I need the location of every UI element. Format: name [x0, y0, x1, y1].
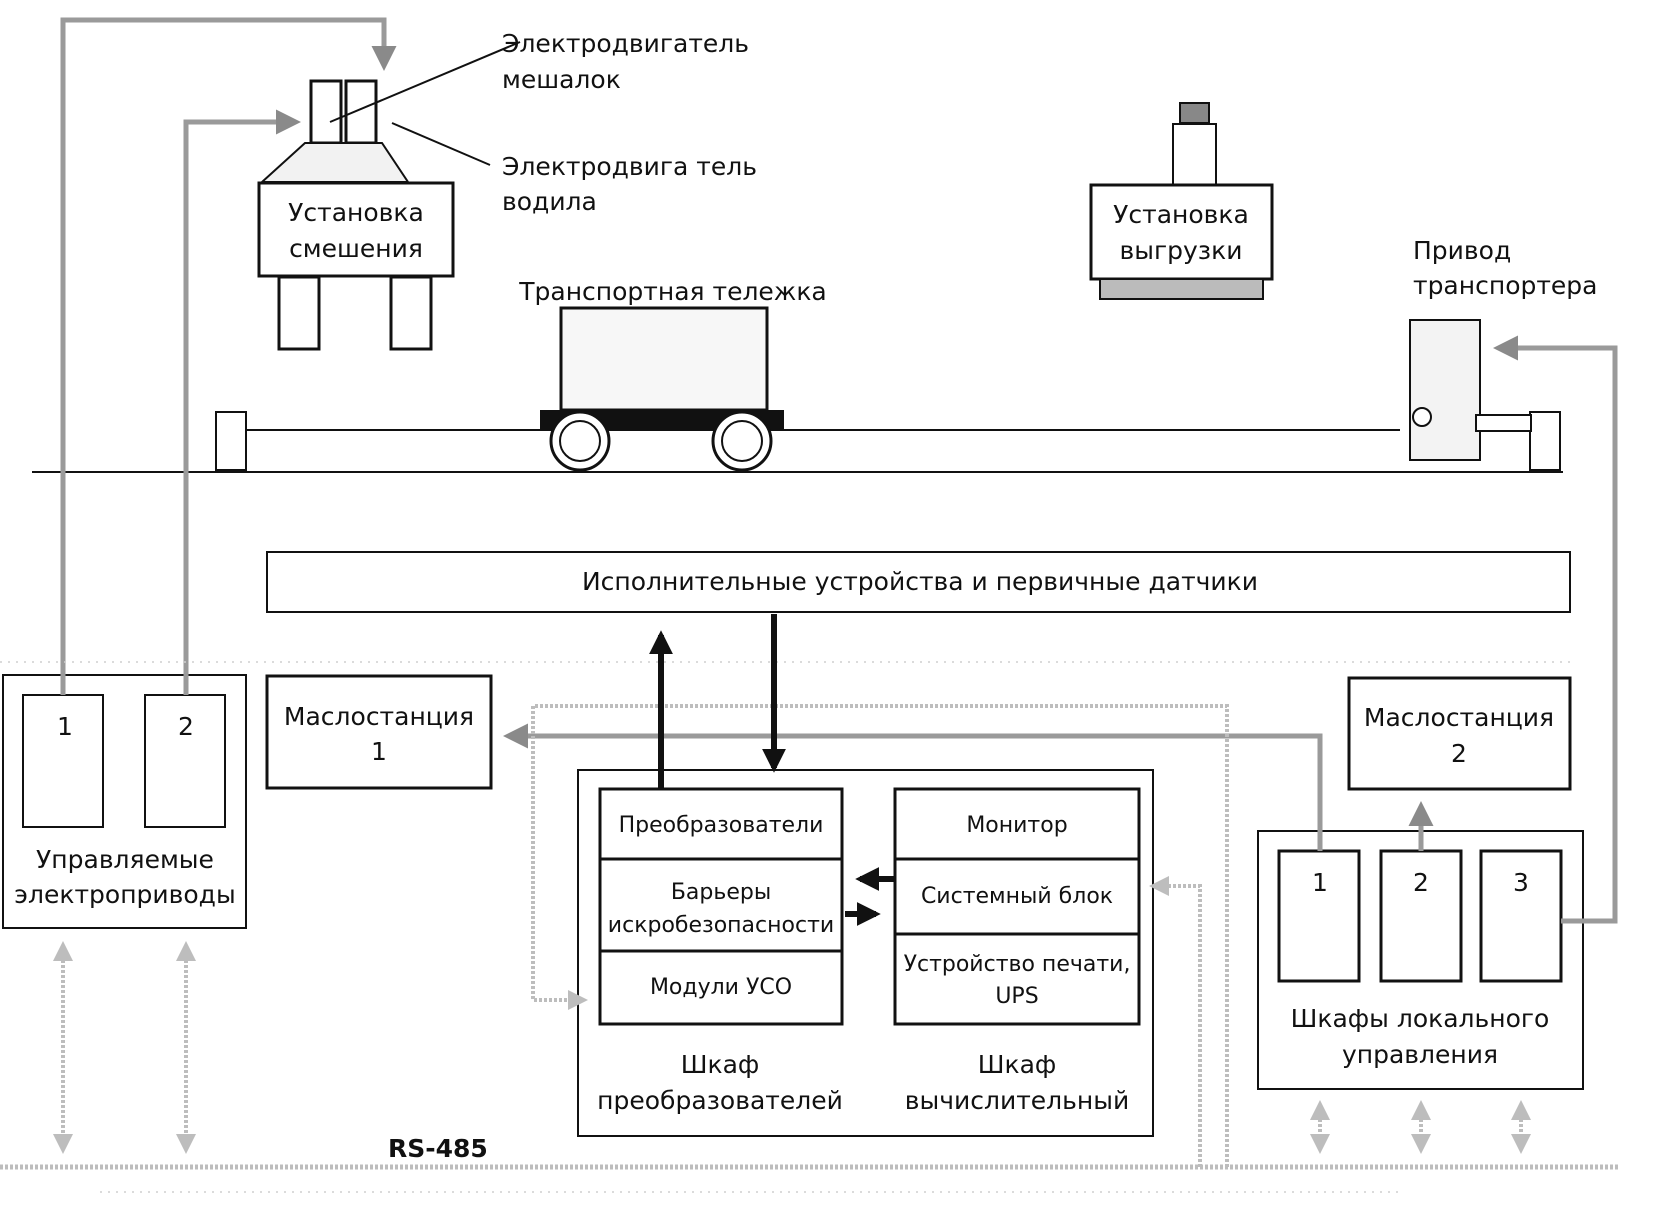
cart-body [559, 306, 769, 412]
conveyor-drive: Привод транспортера [1409, 236, 1598, 461]
drive-2-signal-line [183, 109, 301, 695]
barriers-label: Барьеры [671, 880, 771, 905]
mixer-hopper [259, 142, 410, 183]
oil-station-1 [265, 674, 493, 790]
unloading-unit-label: Установка [1113, 200, 1249, 229]
mixer-leg-left [277, 275, 321, 351]
system-unit-label: Системный блок [921, 884, 1113, 909]
conveyor-drive-label: Привод [1413, 236, 1511, 265]
conveyor-drive-label-2: транспортера [1413, 271, 1598, 300]
oil-station-2-label: Маслостанция [1364, 703, 1554, 732]
carrier-motor-label: Электродвига тель [502, 152, 757, 181]
carrier-motor-label-2: водила [502, 187, 597, 216]
computing-cabinet: Монитор Системный блок Устройство печати… [893, 787, 1141, 1115]
computing-cabinet-title: Шкаф [978, 1050, 1057, 1079]
local-cabinet-number: 2 [1413, 868, 1429, 897]
local-control-cabinets: 1 2 3 Шкафы локального управления [1257, 830, 1584, 1090]
drive-1-signal-line [60, 17, 397, 695]
oil-station-1-number: 1 [371, 737, 387, 766]
drive-unit-number: 2 [178, 712, 194, 741]
barriers-row [598, 857, 844, 953]
printer-ups-row [893, 932, 1141, 1026]
system-unit-row [893, 857, 1141, 936]
controlled-drives: 1 2 Управляемые электроприводы [2, 674, 247, 929]
mixing-unit-label-2: смешения [289, 234, 423, 263]
monitor-label: Монитор [966, 813, 1067, 838]
local-cabinets-title: Шкафы локального [1291, 1004, 1550, 1033]
mixer-motor-label-2: мешалок [502, 65, 621, 94]
uso-modules-row [598, 949, 844, 1026]
actuators-sensors-label: Исполнительные устройства и первичные да… [582, 567, 1258, 596]
carrier-motor [344, 79, 378, 145]
ups-label: UPS [995, 984, 1038, 1009]
barriers-label-2: искробезопасности [608, 913, 834, 938]
monitor-row [893, 787, 1141, 861]
drives-title: Управляемые [36, 845, 214, 874]
cart-wheel-hub [559, 420, 601, 462]
local-cabinet-number: 3 [1513, 868, 1529, 897]
mixer-motor [309, 79, 343, 145]
oil-station-2-number: 2 [1451, 739, 1467, 768]
converters-row [598, 787, 844, 861]
local-1-oil-station-line [503, 723, 1323, 851]
unloading-cap [1179, 102, 1210, 124]
unloading-unit: Установка выгрузки [1089, 102, 1274, 300]
unloading-base [1099, 278, 1264, 300]
rs485-label: RS-485 [388, 1134, 488, 1163]
mixing-unit-label: Установка [288, 198, 424, 227]
converter-cabinet-title: Шкаф [681, 1050, 760, 1079]
oil-station-1-label: Маслостанция [284, 702, 474, 731]
cart-label: Транспортная тележка [518, 277, 827, 306]
mixer-motor-label: Электродвигатель [502, 29, 749, 58]
local-cabinet-1 [1277, 849, 1361, 983]
drive-unit-number: 1 [57, 712, 73, 741]
unloading-unit-box [1089, 183, 1274, 281]
local-3-conveyor-line [1493, 335, 1618, 924]
drive-unit-2 [144, 694, 226, 828]
local-cabinet-3 [1479, 849, 1563, 983]
uso-modules-bus-line [531, 704, 1229, 1167]
converter-cabinet: Преобразователи Барьеры искробезопасност… [597, 787, 844, 1115]
printer-label: Устройство печати, [904, 952, 1131, 977]
local-cabinet-number: 1 [1312, 868, 1328, 897]
conveyor-drive-body [1409, 319, 1481, 461]
system-unit-bus-line [1149, 876, 1202, 1167]
drive-shaft [1475, 414, 1532, 432]
uso-modules-label: Модули УСО [650, 975, 792, 1000]
drive-pulley [1412, 407, 1432, 427]
mixer-leg-right [389, 275, 433, 351]
leader-line [329, 41, 521, 123]
mixing-unit: Установка смешения [257, 79, 455, 351]
converter-cabinet-title-2: преобразователей [597, 1086, 843, 1115]
drives-title-2: электроприводы [14, 880, 235, 909]
cart-wheel-hub [721, 420, 763, 462]
unloading-unit-label-2: выгрузки [1120, 236, 1243, 265]
leader-line [391, 122, 491, 166]
computing-cabinet-title-2: вычислительный [905, 1086, 1129, 1115]
oil-station-2 [1347, 676, 1572, 791]
actuators-sensors-bar [266, 551, 1571, 613]
mixing-unit-box [257, 181, 455, 278]
rail-stop-right [1529, 411, 1561, 471]
rail-stop-left [215, 411, 247, 471]
unloading-column [1172, 123, 1217, 187]
local-cabinets-title-2: управления [1342, 1040, 1498, 1069]
transport-cart: Транспортная тележка [518, 277, 827, 472]
drive-unit-1 [22, 694, 104, 828]
converters-label: Преобразователи [619, 813, 824, 838]
